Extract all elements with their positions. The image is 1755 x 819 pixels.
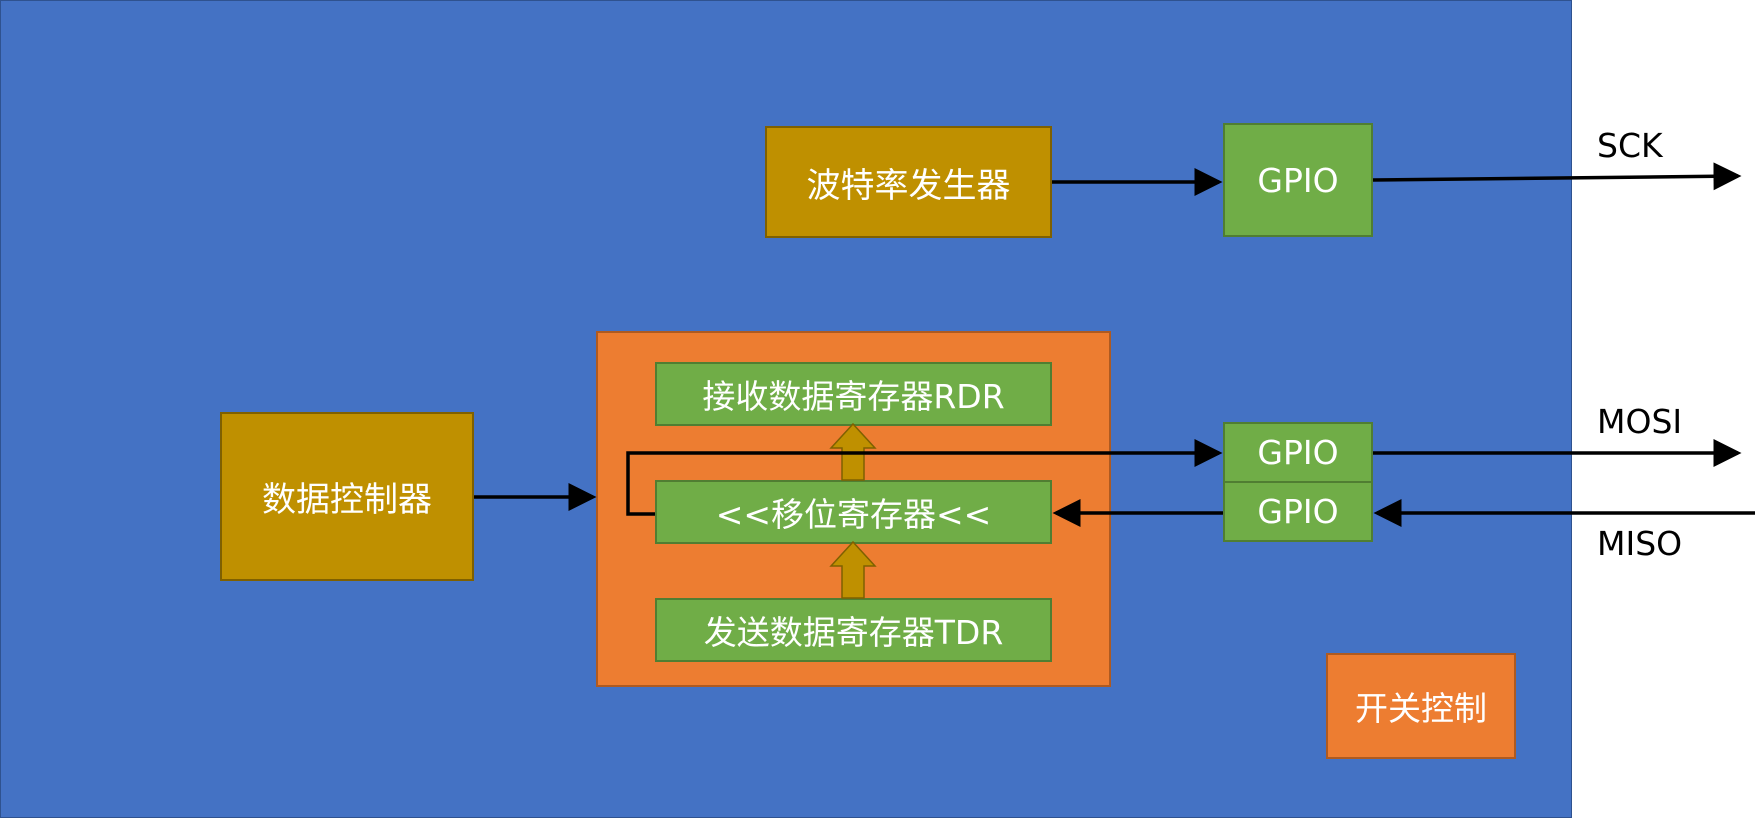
gpio-sck-label: GPIO bbox=[1257, 160, 1339, 200]
rdr-label: 接收数据寄存器RDR bbox=[702, 377, 1005, 416]
sck-signal-label: SCK bbox=[1597, 126, 1663, 165]
transmit-data-register-tdr: 发送数据寄存器TDR bbox=[655, 598, 1052, 662]
tdr-label: 发送数据寄存器TDR bbox=[703, 613, 1004, 652]
sck-out-line bbox=[1372, 162, 1742, 191]
miso-signal-label: MISO bbox=[1597, 524, 1683, 563]
switch-control-label: 开关控制 bbox=[1355, 689, 1487, 728]
shift-to-mosi-line bbox=[626, 439, 1223, 516]
gpio-miso-label: GPIO bbox=[1257, 492, 1339, 531]
data-controller-label: 数据控制器 bbox=[262, 480, 432, 520]
shift-register: <<移位寄存器<< bbox=[655, 480, 1052, 544]
gpio-mosi: GPIO bbox=[1223, 422, 1373, 483]
baud-rate-generator: 波特率发生器 bbox=[765, 126, 1052, 238]
gpio-sck: GPIO bbox=[1223, 123, 1373, 237]
gpio-miso: GPIO bbox=[1223, 481, 1373, 542]
mosi-signal-label: MOSI bbox=[1597, 402, 1683, 441]
baud-rate-generator-label: 波特率发生器 bbox=[806, 165, 1011, 206]
data-controller: 数据控制器 bbox=[220, 412, 474, 581]
gpio-mosi-label: GPIO bbox=[1257, 433, 1339, 472]
receive-data-register-rdr: 接收数据寄存器RDR bbox=[655, 362, 1052, 426]
tdr-to-shift-arrow bbox=[829, 540, 877, 599]
shift-register-label: <<移位寄存器<< bbox=[715, 495, 992, 534]
switch-control: 开关控制 bbox=[1326, 653, 1516, 759]
